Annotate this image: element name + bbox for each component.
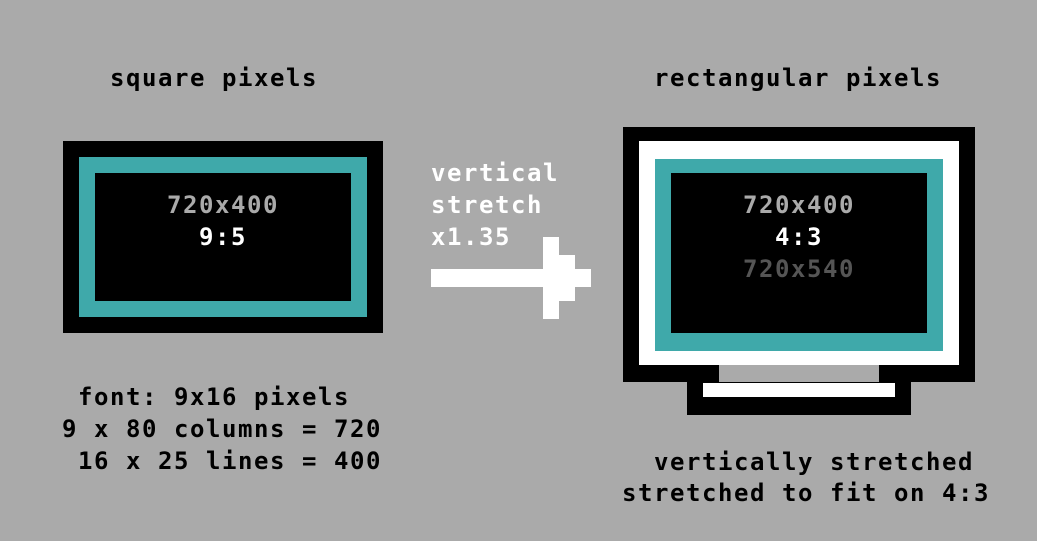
right-aspect: 4:3: [775, 223, 823, 251]
right-caption-2: stretched to fit on 4:3: [622, 479, 990, 507]
left-aspect: 9:5: [199, 223, 247, 251]
right-caption-1: vertically stretched: [654, 448, 974, 476]
arrow-label-3: x1.35: [431, 223, 511, 251]
left-caption-3: 16 x 25 lines = 400: [62, 447, 382, 475]
monitor-stand-highlight: [703, 383, 895, 397]
monitor-neck-gap: [719, 365, 879, 382]
right-stretched-resolution: 720x540: [743, 255, 855, 283]
square-screen: 720x400 9:5: [95, 173, 351, 301]
arrow-label-1: vertical: [431, 159, 559, 187]
right-resolution: 720x400: [743, 191, 855, 219]
right-title: rectangular pixels: [654, 64, 942, 92]
monitor-screen: 720x400 4:3 720x540: [671, 173, 927, 333]
left-title: square pixels: [110, 64, 318, 92]
arrow-label-2: stretch: [431, 191, 543, 219]
right-arrow-icon: [431, 237, 591, 319]
left-caption-1: font: 9x16 pixels: [78, 383, 350, 411]
left-caption-2: 9 x 80 columns = 720: [62, 415, 382, 443]
left-resolution: 720x400: [167, 191, 279, 219]
